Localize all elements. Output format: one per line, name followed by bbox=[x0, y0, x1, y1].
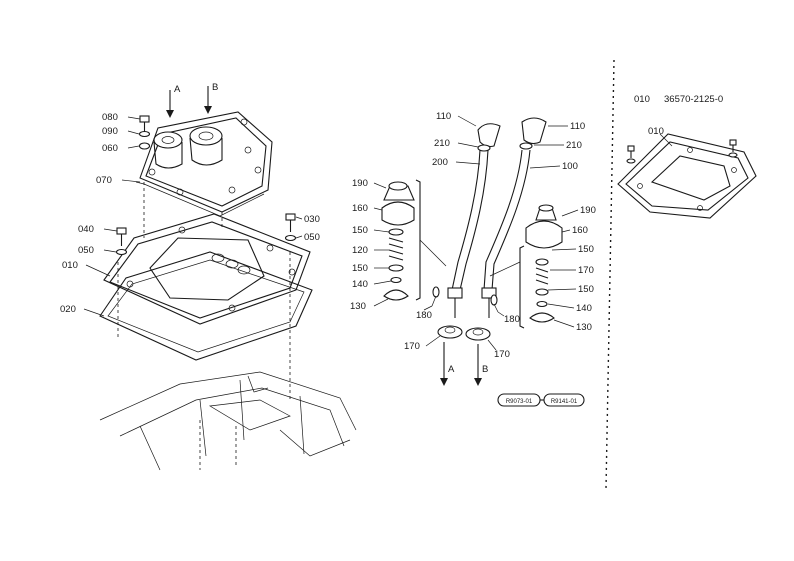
boot-170-right bbox=[465, 327, 491, 341]
boot-stack-right bbox=[519, 204, 563, 329]
top-cover bbox=[139, 111, 273, 213]
pin-180-right bbox=[490, 294, 499, 313]
callout-180-left: 180 bbox=[416, 310, 432, 321]
callout-150-right-a: 150 bbox=[578, 244, 594, 255]
section-divider bbox=[605, 59, 615, 489]
callout-110-left: 110 bbox=[436, 111, 451, 122]
callout-150-left-b: 150 bbox=[352, 263, 368, 274]
callout-060: 060 bbox=[102, 143, 118, 154]
tractor-frame bbox=[99, 371, 357, 471]
callout-020: 020 bbox=[60, 304, 76, 315]
callout-030: 030 bbox=[304, 214, 320, 225]
callout-190-right: 190 bbox=[580, 205, 596, 216]
callout-120: 120 bbox=[352, 245, 368, 256]
bolt-030 bbox=[284, 213, 297, 242]
bolt-080 bbox=[138, 115, 151, 150]
callout-200: 200 bbox=[432, 157, 448, 168]
callout-170-right: 170 bbox=[494, 349, 510, 360]
gasket-020 bbox=[99, 251, 313, 361]
callout-100: 100 bbox=[562, 161, 578, 172]
small-plate-010 bbox=[617, 133, 757, 219]
callout-140-left: 140 bbox=[352, 279, 368, 290]
callout-170-right-stack: 170 bbox=[578, 265, 594, 276]
serial-to: R9141-01 bbox=[551, 399, 578, 405]
lever-100 bbox=[481, 117, 547, 318]
serial-range bbox=[497, 393, 585, 407]
callout-080: 080 bbox=[102, 112, 118, 123]
callout-140-right: 140 bbox=[576, 303, 592, 314]
callout-040: 040 bbox=[78, 224, 94, 235]
callout-130-left: 130 bbox=[350, 301, 366, 312]
callout-010-right: 010 bbox=[648, 126, 664, 137]
callout-210-right: 210 bbox=[566, 140, 582, 151]
boot-170-left bbox=[437, 325, 463, 339]
label-arrow-top-b: B bbox=[212, 82, 218, 93]
callout-190-left: 190 bbox=[352, 178, 368, 189]
callout-070: 070 bbox=[96, 175, 112, 186]
callout-130-right: 130 bbox=[576, 322, 592, 333]
arrow-top-b bbox=[204, 86, 212, 114]
callout-180-right: 180 bbox=[504, 314, 520, 325]
ref-part-number: 36570-2125-0 bbox=[664, 94, 723, 105]
arrow-bottom-a bbox=[440, 342, 448, 386]
callout-010-left: 010 bbox=[62, 260, 78, 271]
callout-110-right: 110 bbox=[570, 121, 585, 132]
bolt-040 bbox=[115, 227, 128, 256]
serial-from: R9073-01 bbox=[506, 399, 533, 405]
pin-180-left bbox=[431, 286, 440, 307]
label-arrow-top-a: A bbox=[174, 84, 181, 95]
lever-200 bbox=[447, 123, 501, 318]
callout-210-left: 210 bbox=[434, 138, 450, 149]
callout-170-left: 170 bbox=[404, 341, 420, 352]
callout-050-right: 050 bbox=[304, 232, 320, 243]
callout-150-left-a: 150 bbox=[352, 225, 368, 236]
label-arrow-bottom-a: A bbox=[448, 364, 455, 375]
callout-160-left: 160 bbox=[352, 203, 368, 214]
callout-050-left: 050 bbox=[78, 245, 94, 256]
boot-stack-left bbox=[381, 179, 421, 301]
plate-010 bbox=[103, 213, 311, 325]
callout-160-right: 160 bbox=[572, 225, 588, 236]
callout-150-right-b: 150 bbox=[578, 284, 594, 295]
ref-code: 010 bbox=[634, 94, 650, 105]
arrow-top-a bbox=[166, 90, 174, 118]
label-arrow-bottom-b: B bbox=[482, 364, 488, 375]
callout-090: 090 bbox=[102, 126, 118, 137]
leader-lines bbox=[83, 115, 673, 351]
arrow-bottom-b bbox=[474, 344, 482, 386]
